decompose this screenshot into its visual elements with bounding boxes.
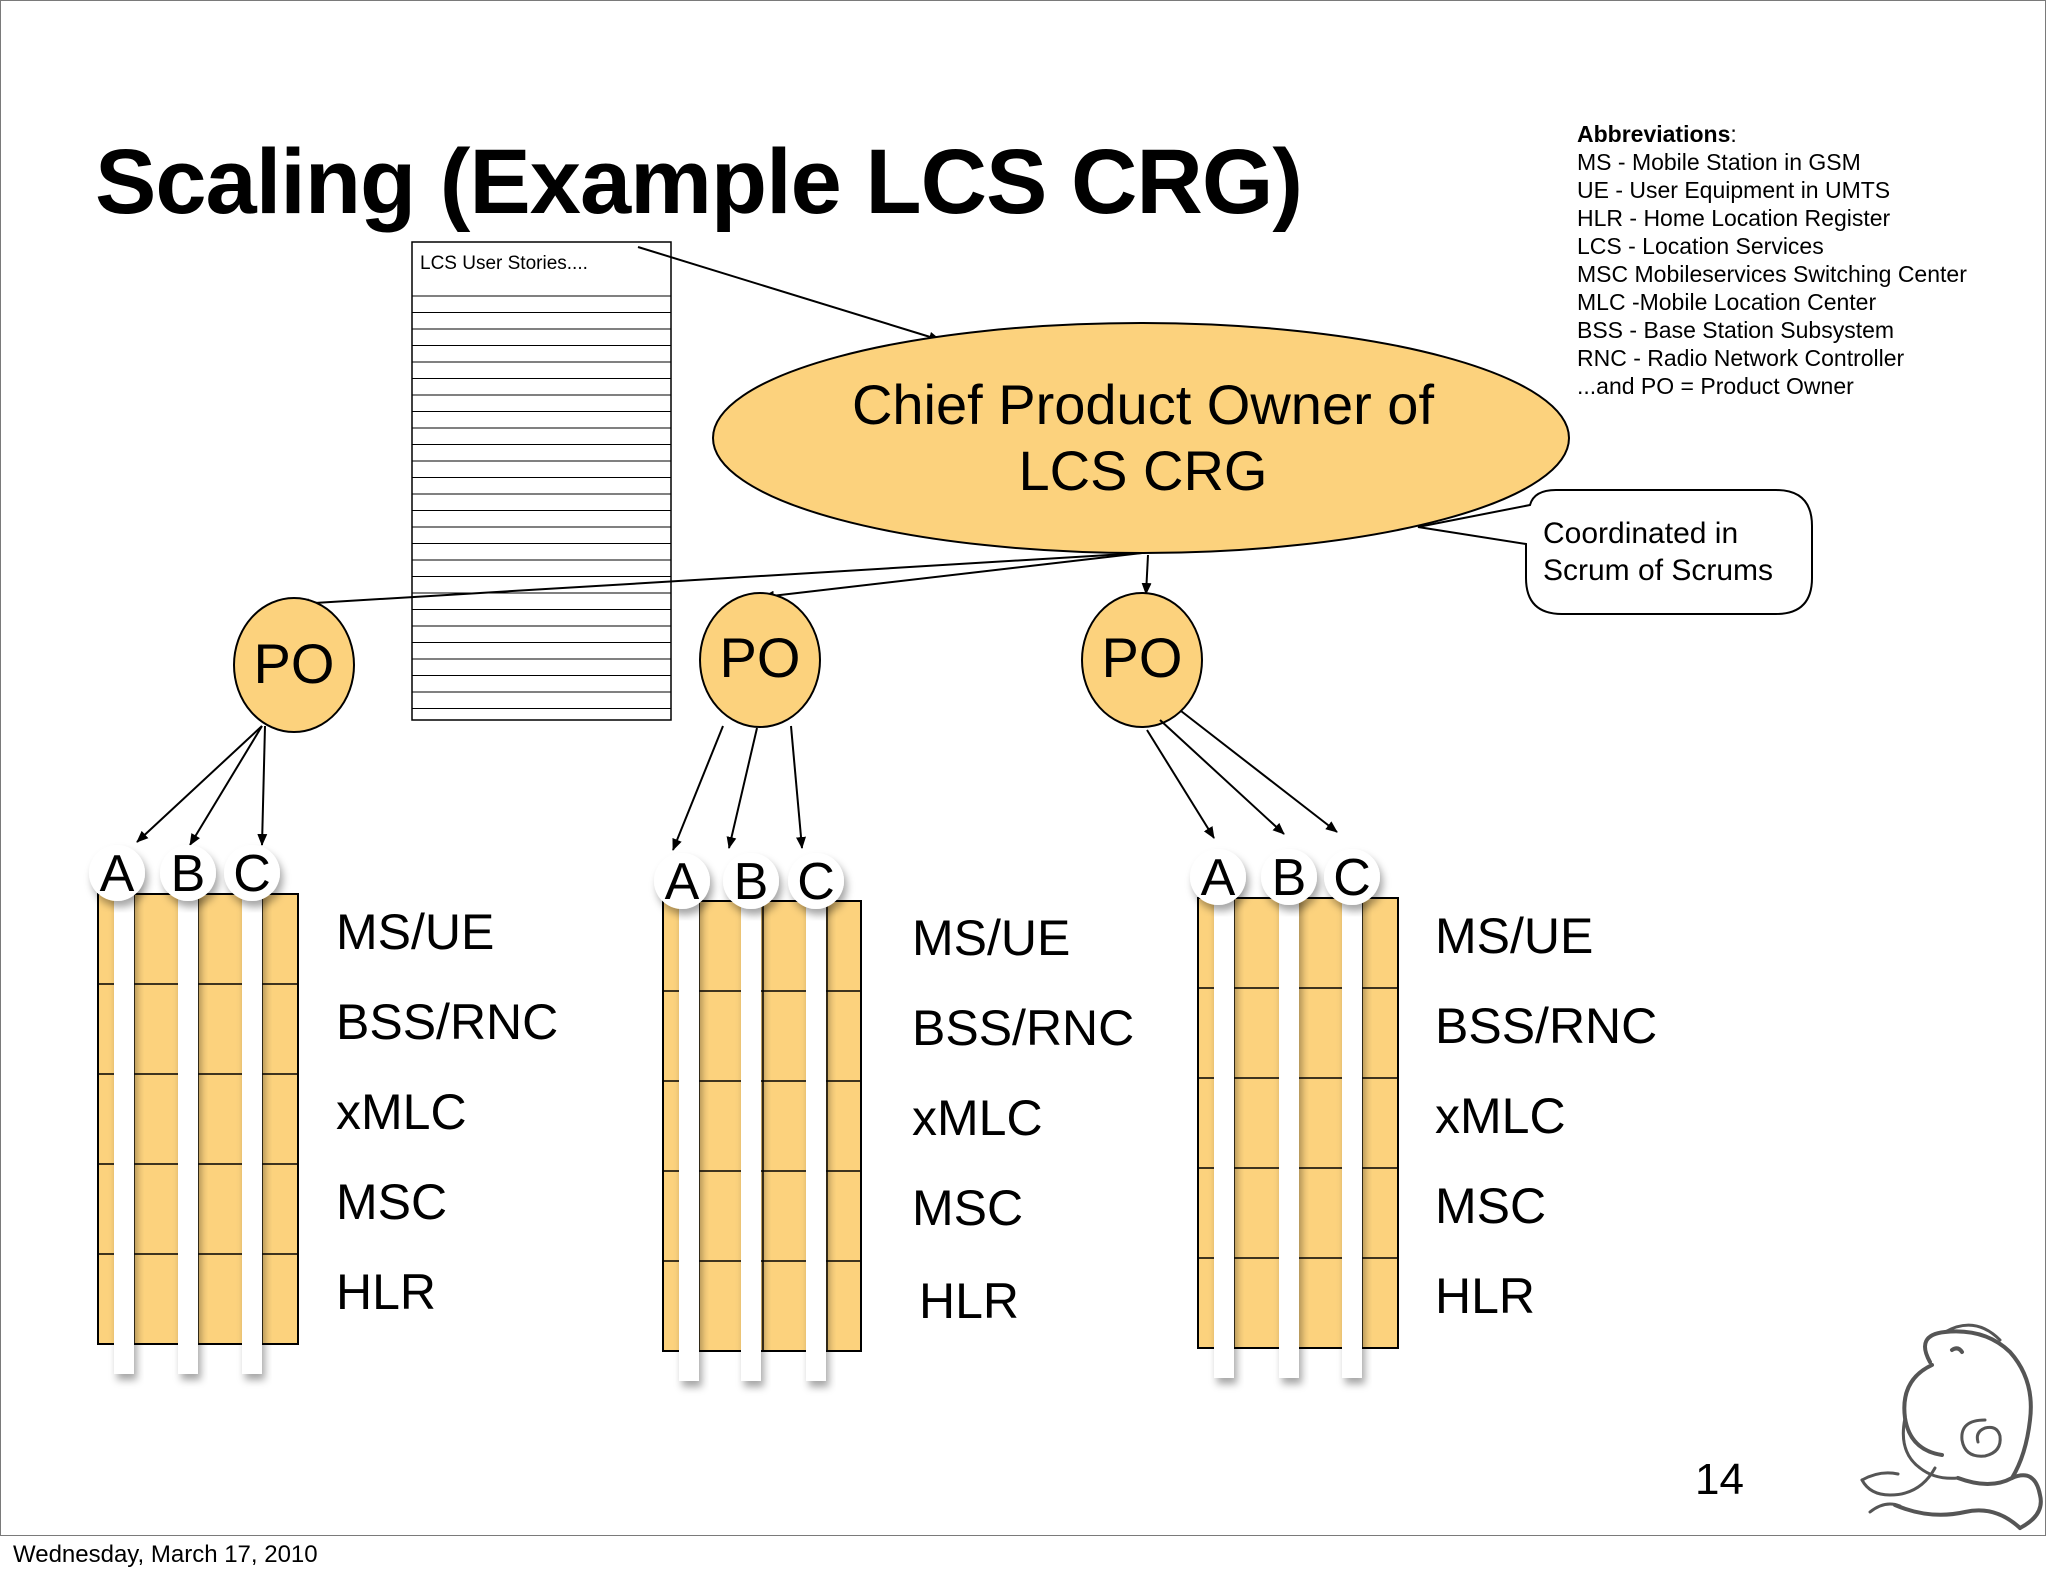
team-label: B bbox=[1272, 849, 1307, 907]
team-label: A bbox=[100, 845, 135, 903]
team-bar-b bbox=[178, 874, 198, 1374]
chief-po-line2: LCS CRG bbox=[1019, 439, 1268, 502]
team-bar-a bbox=[114, 874, 134, 1374]
team-circle-a bbox=[89, 845, 145, 901]
team-circle-b bbox=[723, 853, 779, 909]
abbreviation-item: MLC -Mobile Location Center bbox=[1577, 289, 1877, 315]
abbreviations-box: Abbreviations: MS - Mobile Station in GS… bbox=[1577, 120, 1967, 400]
abbreviation-item: MS - Mobile Station in GSM bbox=[1577, 149, 1861, 175]
slide-title: Scaling (Example LCS CRG) bbox=[95, 131, 1303, 233]
team-bar-c bbox=[242, 874, 262, 1374]
callout-line1: Coordinated in bbox=[1543, 517, 1738, 550]
team-circle-b bbox=[1261, 849, 1317, 905]
team-circle-a bbox=[1190, 849, 1246, 905]
abbreviation-item: ...and PO = Product Owner bbox=[1577, 373, 1854, 399]
abbreviations-heading: Abbreviations: bbox=[1577, 120, 1967, 148]
po-node-1: PO bbox=[233, 597, 355, 733]
layer-label: HLR bbox=[919, 1273, 1020, 1329]
team-bar-c bbox=[1342, 878, 1362, 1378]
po-node-3: PO bbox=[1081, 592, 1203, 728]
po-label: PO bbox=[254, 632, 335, 695]
team-circle-c bbox=[1324, 849, 1380, 905]
abbreviation-item: LCS - Location Services bbox=[1577, 233, 1824, 259]
footer-date: Wednesday, March 17, 2010 bbox=[13, 1541, 318, 1568]
layer-label: MSC bbox=[1435, 1178, 1547, 1234]
chief-product-owner: Chief Product Owner of LCS CRG bbox=[712, 322, 1570, 554]
team-label: A bbox=[665, 853, 700, 911]
elephant-logo bbox=[1860, 1323, 2043, 1530]
abbreviation-item: HLR - Home Location Register bbox=[1577, 205, 1891, 231]
chief-to-po-arrows bbox=[297, 552, 1152, 609]
abbreviation-item: RNC - Radio Network Controller bbox=[1577, 345, 1905, 371]
team-circle-c bbox=[788, 853, 844, 909]
abbreviations-colon: : bbox=[1730, 121, 1737, 147]
layer-label: HLR bbox=[1435, 1268, 1536, 1324]
team-label: C bbox=[797, 853, 835, 911]
backlog-lines bbox=[412, 295, 671, 709]
abbreviation-item: BSS - Base Station Subsystem bbox=[1577, 317, 1895, 343]
team-circle-c bbox=[224, 845, 280, 901]
team-label: A bbox=[1201, 849, 1236, 907]
team-label: B bbox=[171, 845, 206, 903]
team-bar-a bbox=[679, 881, 699, 1381]
layer-label: HLR bbox=[336, 1264, 437, 1320]
team-circle-b bbox=[160, 845, 216, 901]
layer-label: xMLC bbox=[912, 1090, 1043, 1146]
team-label: C bbox=[233, 845, 271, 903]
slide-frame bbox=[0, 0, 2046, 1536]
layer-label: MSC bbox=[912, 1180, 1024, 1236]
callout-line2: Scrum of Scrums bbox=[1543, 554, 1773, 587]
layer-label: xMLC bbox=[1435, 1088, 1566, 1144]
abbreviations-title: Abbreviations bbox=[1577, 121, 1731, 147]
po-label: PO bbox=[1102, 626, 1183, 689]
team-bar-b bbox=[1279, 878, 1299, 1378]
backlog-label: LCS User Stories.... bbox=[420, 253, 588, 274]
chief-po-line1: Chief Product Owner of bbox=[852, 373, 1434, 436]
po-node-2: PO bbox=[699, 592, 821, 728]
layer-label: MSC bbox=[336, 1174, 448, 1230]
team-circle-a bbox=[654, 853, 710, 909]
team-bar-a bbox=[1214, 878, 1234, 1378]
team-bar-b bbox=[741, 881, 761, 1381]
team-bar-c bbox=[806, 881, 826, 1381]
page-number: 14 bbox=[1695, 1455, 1744, 1504]
user-stories-backlog: LCS User Stories.... bbox=[411, 241, 672, 721]
scrum-of-scrums-callout: Coordinated in Scrum of Scrums bbox=[1417, 489, 1813, 615]
layer-label: BSS/RNC bbox=[912, 1000, 1135, 1056]
abbreviation-item: UE - User Equipment in UMTS bbox=[1577, 177, 1891, 203]
po-label: PO bbox=[720, 626, 801, 689]
po-to-team-arrows bbox=[136, 710, 1338, 851]
layer-label: BSS/RNC bbox=[336, 994, 559, 1050]
team-label: C bbox=[1333, 849, 1371, 907]
backlog-to-chief-arrow bbox=[637, 246, 941, 342]
layer-label: MS/UE bbox=[912, 910, 1071, 966]
team-label: B bbox=[734, 853, 769, 911]
layer-label: BSS/RNC bbox=[1435, 998, 1658, 1054]
layer-label: MS/UE bbox=[1435, 908, 1594, 964]
layer-label: MS/UE bbox=[336, 904, 495, 960]
abbreviation-item: MSC Mobileservices Switching Center bbox=[1577, 261, 1967, 287]
layer-label: xMLC bbox=[336, 1084, 467, 1140]
